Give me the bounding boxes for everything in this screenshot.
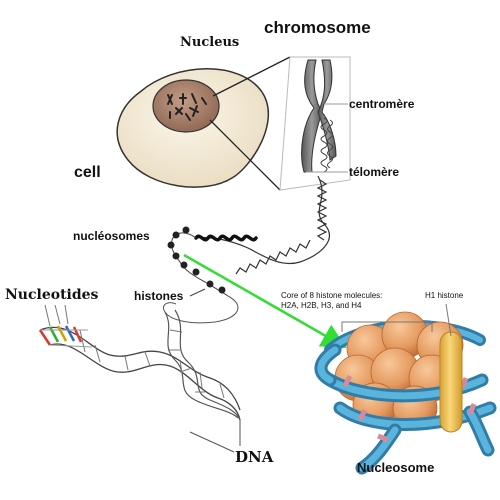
histones-label: histones [134,289,184,303]
cell-label: cell [74,164,101,181]
histone-core-label-line1: Core of 8 histone molecules: [281,291,383,300]
chromosome-label: chromosome [264,18,371,37]
dna-leader-lines [189,420,241,453]
nucleosome-illustration [314,311,497,475]
zoom-arrow [183,253,347,348]
zoom-lines [209,56,291,191]
histone-core-label-line2: H2A, H2B, H3, and H4 [281,301,362,310]
dna-loop [162,295,239,324]
nucleosome-callouts [341,303,452,337]
histone-leader [189,288,206,297]
dna-label: DNA [235,448,274,466]
chromosome-leader-lines [306,103,348,173]
dna-double-helix [38,309,241,421]
chromosome-shape [301,59,337,173]
nucleosomes-label: nucléosomes [73,229,150,243]
nucleus-label: Nucleus [180,35,240,50]
nucleus-shape [152,79,220,133]
beads-on-string [167,226,229,297]
telomere-label: télomère [349,165,400,179]
centromere-label: centromère [349,97,415,111]
nucleotides-label: Nucleotides [5,287,99,303]
nucleosome-label: Nucleosome [357,460,435,475]
chromosome-box [279,56,351,191]
h1-histone-label: H1 histone [425,291,464,300]
solenoid-coil [194,234,258,242]
chromatin-fiber [194,175,330,275]
nucleotides-pointers [44,304,69,327]
